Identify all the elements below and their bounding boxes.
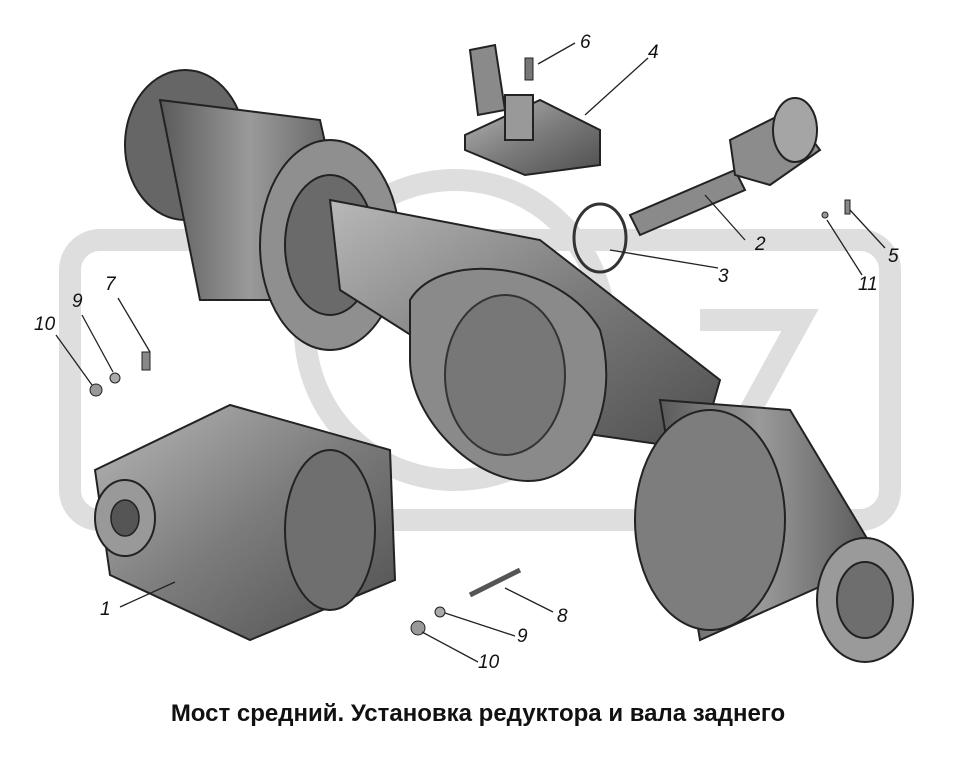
gasket-part-3 (572, 202, 628, 274)
callout-7: 7 (105, 274, 117, 295)
callout-10b: 10 (478, 652, 500, 673)
diagram-caption: Мост средний. Установка редуктора и вала… (170, 700, 786, 727)
bolt-part-6 (524, 57, 534, 81)
pin-part-8 (468, 567, 522, 598)
callout-6: 6 (580, 32, 591, 53)
leader-lines (55, 42, 886, 663)
washer-part-9 (109, 372, 446, 618)
callout-9b: 9 (517, 626, 528, 647)
bracket-part-4 (464, 43, 601, 177)
callout-10a: 10 (34, 314, 56, 335)
callout-11: 11 (858, 274, 878, 295)
pin-part-11 (821, 211, 829, 219)
bolt-part-5 (844, 199, 851, 215)
callout-5: 5 (888, 246, 899, 267)
callout-9a: 9 (72, 291, 83, 312)
nut-part-10 (89, 383, 426, 636)
reducer-part-1 (93, 403, 397, 642)
pin-part-7 (141, 351, 151, 371)
axle-housing (328, 198, 722, 482)
callout-8: 8 (557, 606, 568, 627)
right-wheel-hub (634, 398, 914, 663)
callout-4: 4 (648, 42, 659, 63)
callout-3: 3 (718, 266, 729, 287)
callout-1: 1 (100, 599, 111, 620)
rear-shaft-part-2 (628, 97, 822, 237)
callout-2: 2 (754, 234, 766, 255)
